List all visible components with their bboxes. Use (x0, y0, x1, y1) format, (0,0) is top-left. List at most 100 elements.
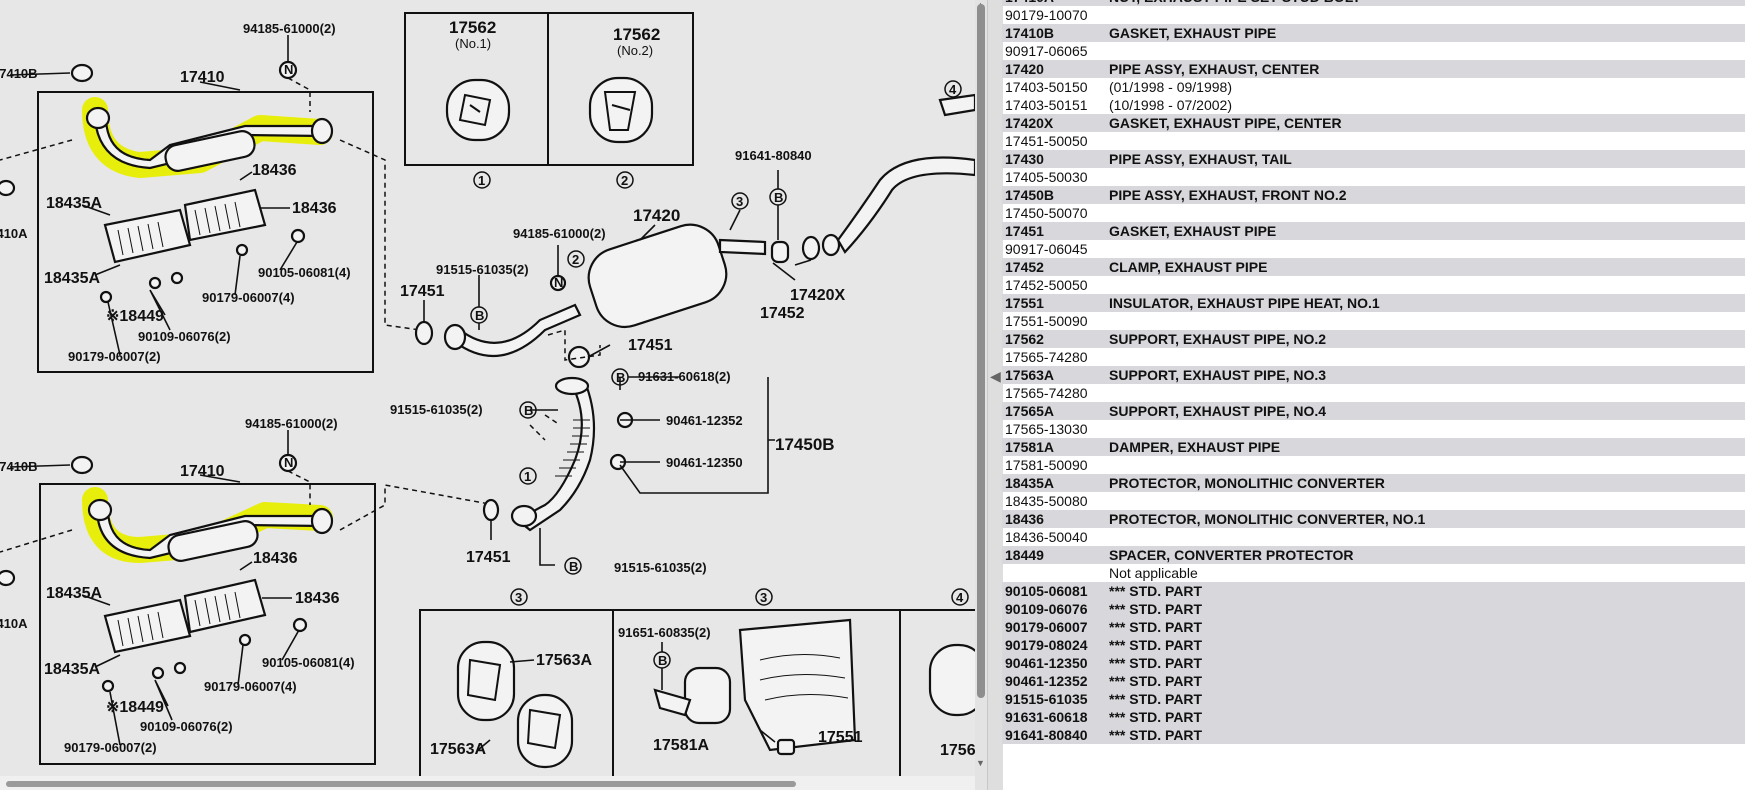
part-number[interactable]: 90179-08024 (1005, 637, 1088, 653)
part-number-row[interactable]: 90917-06065 (1002, 42, 1745, 60)
upper-flange-right (310, 117, 334, 145)
part-number-row[interactable]: 90917-06045 (1002, 240, 1745, 258)
lower-spacer (151, 666, 165, 680)
part-number[interactable]: 18436 (1005, 511, 1044, 527)
std-part-row[interactable]: 90461-12350 *** STD. PART (1002, 654, 1745, 672)
part-number[interactable]: 17452 (1005, 259, 1044, 275)
part-number-row[interactable]: 17581-50090 (1002, 456, 1745, 474)
part-number[interactable]: 17551 (1005, 295, 1044, 311)
part-number[interactable]: 17405-50030 (1005, 169, 1088, 185)
part-number[interactable]: 17451-50050 (1005, 133, 1088, 149)
circle-marker-1: 1 (478, 173, 485, 188)
std-part-row[interactable]: 91515-61035*** STD. PART (1002, 690, 1745, 708)
part-number[interactable]: 17551-50090 (1005, 313, 1088, 329)
part-description: *** STD. PART (1109, 619, 1203, 635)
part-number[interactable]: 17403-50151 (1005, 97, 1088, 113)
part-number-row[interactable]: 17450-50070 (1002, 204, 1745, 222)
part-number[interactable]: 18436-50040 (1005, 529, 1088, 545)
part-number[interactable]: 90179-10070 (1005, 7, 1088, 23)
part-number[interactable]: 18449 (1005, 547, 1044, 563)
part-number[interactable]: 17450-50070 (1005, 205, 1088, 221)
part-number[interactable]: 91641-80840 (1005, 727, 1088, 743)
pane-splitter[interactable] (987, 0, 1003, 790)
exploded-parts-diagram[interactable]: N 94185-61000(2) 17410 17410B 18436 1843… (0, 0, 975, 790)
std-part-row[interactable]: 90179-08024*** STD. PART (1002, 636, 1745, 654)
part-number-row[interactable]: 17403-50150(01/1998 - 09/1998) (1002, 78, 1745, 96)
scroll-down-icon[interactable]: ▼ (976, 758, 985, 768)
part-number[interactable]: 17565-74280 (1005, 385, 1088, 401)
part-number-row[interactable]: 18435-50080 (1002, 492, 1745, 510)
std-part-row[interactable]: 91641-80840*** STD. PART (1002, 726, 1745, 744)
part-number-row[interactable]: 17403-50151(10/1998 - 07/2002) (1002, 96, 1745, 114)
part-number[interactable]: 17420 (1005, 61, 1044, 77)
part-number[interactable]: 18435A (1005, 475, 1055, 491)
part-number[interactable]: 17410A (1005, 0, 1054, 6)
part-number[interactable]: 91515-61035 (1005, 691, 1088, 707)
std-part-row[interactable]: 90179-06007 *** STD. PART (1002, 618, 1745, 636)
part-number-row[interactable]: Not applicable (1002, 564, 1745, 582)
part-row[interactable]: 17410ANUT, EXHAUST PIPE SET STUD BOLT (1002, 0, 1745, 6)
part-number[interactable]: 17430 (1005, 151, 1044, 167)
part-number-row[interactable]: 17565-74280 (1002, 384, 1745, 402)
part-number-row[interactable]: 17452-50050 (1002, 276, 1745, 294)
center-muffler[interactable] (581, 217, 734, 335)
part-number[interactable]: 17563A (1005, 367, 1055, 383)
upper-label-shield-b: 18436 (292, 200, 337, 217)
part-number[interactable]: 90105-06081 (1005, 583, 1088, 599)
part-number[interactable]: 91631-60618 (1005, 709, 1088, 725)
collapse-arrow-icon[interactable]: ◀ (990, 368, 1001, 384)
part-number[interactable]: 90179-06007 (1005, 619, 1088, 635)
part-number[interactable]: 17452-50050 (1005, 277, 1088, 293)
upper-shield-right (183, 188, 267, 242)
part-number-row[interactable]: 90179-10070 (1002, 6, 1745, 24)
part-number[interactable]: 17450B (1005, 187, 1055, 203)
part-number[interactable]: 17403-50150 (1005, 79, 1088, 95)
part-number[interactable]: 90461-12352 (1005, 673, 1088, 689)
diagram-horizontal-scroll-thumb[interactable] (6, 781, 796, 787)
part-description: *** STD. PART (1109, 655, 1203, 671)
part-number-row[interactable]: 17565-74280 (1002, 348, 1745, 366)
std-part-row[interactable]: 90461-12352*** STD. PART (1002, 672, 1745, 690)
part-number[interactable]: 18435-50080 (1005, 493, 1088, 509)
part-number[interactable]: 17451 (1005, 223, 1044, 239)
std-part-row[interactable]: 90109-06076*** STD. PART (1002, 600, 1745, 618)
label-damper-bolt: 91651-60835(2) (618, 625, 711, 640)
part-number[interactable]: 17565A (1005, 403, 1055, 419)
part-number-row[interactable]: 17405-50030 (1002, 168, 1745, 186)
part-number[interactable]: 90461-12350 (1005, 655, 1088, 671)
part-number[interactable]: 17581A (1005, 439, 1055, 455)
part-number-row[interactable]: 17565-13030 (1002, 420, 1745, 438)
std-part-row[interactable]: 90105-06081*** STD. PART (1002, 582, 1745, 600)
lower-bolt-left (0, 569, 16, 587)
part-number-row[interactable]: 17451-50050 (1002, 132, 1745, 150)
part-number-row[interactable]: 18436-50040 (1002, 528, 1745, 546)
part-number[interactable]: 90109-06076 (1005, 601, 1088, 617)
center-pipe-outlet (718, 238, 767, 256)
part-number[interactable]: 90917-06045 (1005, 241, 1088, 257)
part-number[interactable]: 17581-50090 (1005, 457, 1088, 473)
part-number[interactable]: 17410B (1005, 25, 1055, 41)
part-number[interactable]: 90917-06065 (1005, 43, 1088, 59)
part-number[interactable]: 17565-74280 (1005, 349, 1088, 365)
part-number-row[interactable]: 17551-50090 (1002, 312, 1745, 330)
part-number[interactable]: 17565-13030 (1005, 421, 1088, 437)
part-number[interactable]: 17562 (1005, 331, 1044, 347)
diagram-vertical-scroll-thumb[interactable] (977, 4, 985, 698)
std-part-row[interactable]: 91631-60618*** STD. PART (1002, 708, 1745, 726)
part-number[interactable]: 17420X (1005, 115, 1054, 131)
